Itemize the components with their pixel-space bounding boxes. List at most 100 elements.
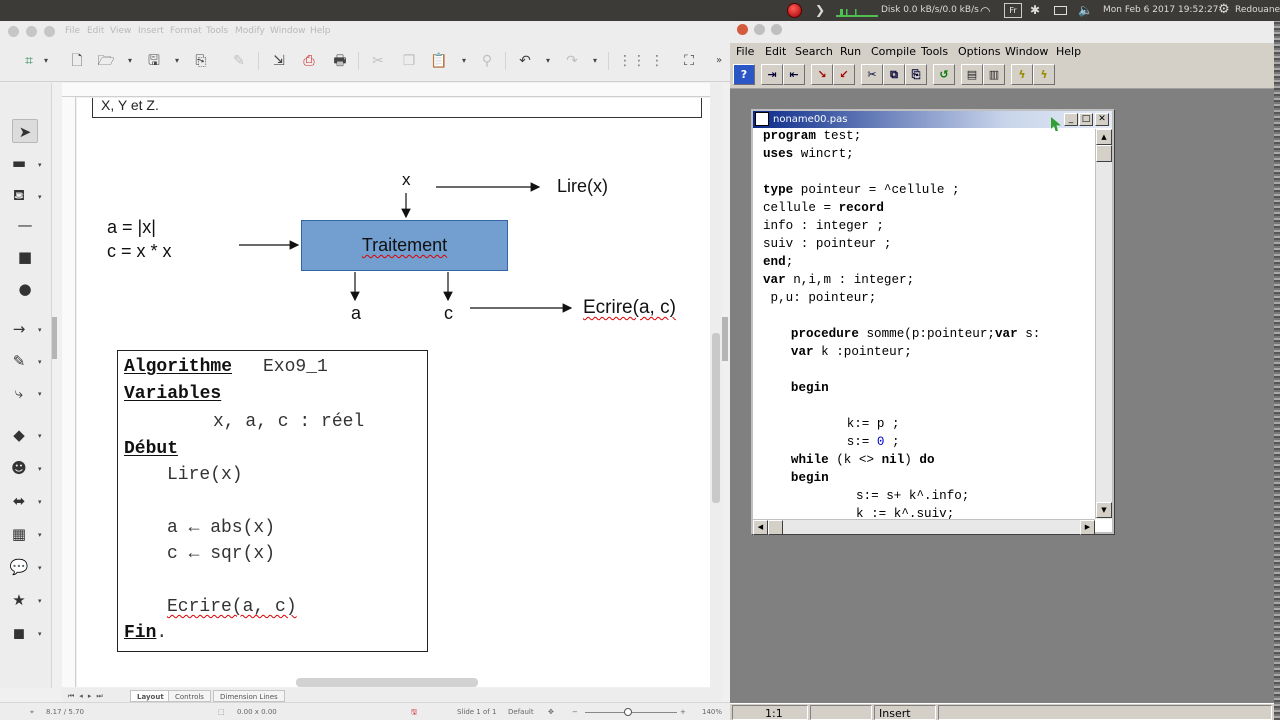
algorithm-box[interactable]: Algorithme Exo9_1 Variables x, a, c : ré… <box>117 350 428 652</box>
menu-view[interactable]: View <box>110 26 132 36</box>
ide-maximize-button[interactable] <box>771 24 782 35</box>
chevron-down-icon[interactable]: ▾ <box>38 465 42 473</box>
slide-sorter-icon[interactable]: ⌗ <box>25 53 33 69</box>
ide-menu-edit[interactable]: Edit <box>765 45 787 58</box>
window-maximize-button[interactable] <box>44 26 55 37</box>
ide-menu-search[interactable]: Search <box>795 45 833 58</box>
flowchart-icon[interactable]: ▦ <box>11 525 27 543</box>
sidebar-resize-handle[interactable] <box>52 317 57 359</box>
more-icon[interactable]: » <box>715 55 723 66</box>
connector-tool-icon[interactable]: ⤷ <box>14 384 24 402</box>
editor-minimize-button[interactable]: _ <box>1064 113 1078 126</box>
chevron-down-icon[interactable]: ▾ <box>38 390 42 398</box>
ide-minimize-button[interactable] <box>754 24 765 35</box>
chevron-down-icon[interactable]: ▾ <box>174 56 179 65</box>
cut-icon[interactable]: ✂ <box>372 53 384 69</box>
menu-format[interactable]: Format <box>170 26 202 36</box>
chevron-down-icon[interactable]: ▾ <box>592 56 597 65</box>
compile-icon[interactable]: ϟ <box>1011 64 1033 85</box>
traitement-box[interactable]: Traitement <box>301 220 508 271</box>
symbol-shapes-icon[interactable]: ☻ <box>11 459 27 477</box>
line-tool-icon[interactable]: — <box>17 216 33 234</box>
redo-icon[interactable]: ↷ <box>566 53 578 69</box>
chevron-down-icon[interactable]: ▾ <box>38 564 42 572</box>
editor-scroll-thumb[interactable] <box>1096 145 1112 162</box>
trace-icon[interactable]: ↘ <box>811 64 833 85</box>
session-gear-icon[interactable]: ⚙ <box>1218 2 1230 17</box>
paste-icon[interactable]: ⎘ <box>905 64 927 85</box>
scroll-left-button[interactable]: ◀ <box>753 520 768 535</box>
document-modified-icon[interactable]: 🖫 <box>411 708 417 716</box>
paste-icon[interactable]: 📋 <box>430 53 448 69</box>
trace-into-icon[interactable]: ↙ <box>833 64 855 85</box>
label-c-eq[interactable]: c = x * x <box>107 241 172 261</box>
open-folder-icon[interactable]: 🗁 <box>97 53 115 69</box>
menu-file[interactable]: File <box>65 26 81 36</box>
slide-canvas[interactable]: X, Y et Z. x Lire(x) a = |x| c = x * x T <box>77 98 710 687</box>
ide-menu-options[interactable]: Options <box>958 45 1001 58</box>
menu-edit[interactable]: Edit <box>87 26 105 36</box>
step-over-icon[interactable]: ⇤ <box>783 64 805 85</box>
helplines-icon[interactable]: ⋮ <box>650 53 664 69</box>
menu-help[interactable]: Help <box>310 26 331 36</box>
toggle-output-icon[interactable]: ▤ <box>961 64 983 85</box>
horizontal-scroll-thumb[interactable] <box>296 678 478 687</box>
menu-insert[interactable]: Insert <box>138 26 164 36</box>
chevron-down-icon[interactable]: ▾ <box>127 56 132 65</box>
list-window-icon[interactable]: ▥ <box>983 64 1005 85</box>
undo-icon[interactable]: ↶ <box>519 53 531 69</box>
ide-menu-compile[interactable]: Compile <box>871 45 916 58</box>
zoom-out-button[interactable]: − <box>572 708 578 716</box>
text-box-top[interactable]: X, Y et Z. <box>92 98 702 118</box>
ide-close-button[interactable] <box>737 24 748 35</box>
ide-menu-run[interactable]: Run <box>840 45 862 58</box>
grid-icon[interactable]: ⋮⋮ <box>618 53 646 69</box>
print-icon[interactable]: 🖶 <box>333 53 347 69</box>
label-a-out[interactable]: a <box>351 303 362 323</box>
scroll-right-button[interactable]: ▶ <box>1080 520 1095 535</box>
label-lire[interactable]: Lire(x) <box>557 176 609 196</box>
chevron-down-icon[interactable]: ▾ <box>38 193 42 201</box>
basic-shapes-icon[interactable]: ◆ <box>13 426 25 444</box>
clone-formatting-icon[interactable]: ⚲ <box>481 53 493 69</box>
fit-page-icon[interactable]: ✥ <box>548 708 554 716</box>
scroll-thumb[interactable] <box>712 333 720 503</box>
fill-color-icon[interactable]: ⛾ <box>12 186 26 204</box>
zoom-pan-icon[interactable]: ⛶ <box>684 53 694 69</box>
chevron-down-icon[interactable]: ▾ <box>38 630 42 638</box>
export-pdf-icon[interactable]: ⎙ <box>303 53 315 69</box>
arrow-line-icon[interactable]: → <box>12 320 26 338</box>
editor-hscroll-thumb[interactable] <box>768 520 783 535</box>
window-close-button[interactable] <box>8 26 19 37</box>
undo-icon[interactable]: ↺ <box>933 64 955 85</box>
user-name[interactable]: Redouane <box>1235 5 1280 15</box>
editor-window[interactable]: noname00.pas _ □ ✕ program test;uses win… <box>751 109 1114 535</box>
tab-dimension-lines[interactable]: Dimension Lines <box>213 690 285 702</box>
label-x[interactable]: x <box>402 170 411 189</box>
clock[interactable]: Mon Feb 6 2017 19:52:27 <box>1103 5 1219 15</box>
double-chevron-icon[interactable]: ❯ <box>814 3 826 17</box>
chevron-down-icon[interactable]: ▾ <box>38 326 42 334</box>
save-icon[interactable]: 🖫 <box>148 53 160 69</box>
sidebar-collapse-handle[interactable] <box>722 317 728 361</box>
curve-tool-icon[interactable]: ✎ <box>12 352 26 370</box>
callouts-icon[interactable]: 💬 <box>9 558 29 576</box>
menu-modify[interactable]: Modify <box>235 26 265 36</box>
zoom-in-button[interactable]: + <box>680 708 686 716</box>
zoom-slider-knob[interactable] <box>624 708 632 716</box>
ellipse-tool-icon[interactable]: ● <box>18 280 32 298</box>
rectangle-tool-icon[interactable]: ■ <box>17 248 33 266</box>
chevron-down-icon[interactable]: ▾ <box>43 56 48 65</box>
editor-hscrollbar[interactable]: ◀ ▶ <box>753 519 1095 535</box>
chevron-down-icon[interactable]: ▾ <box>38 597 42 605</box>
window-minimize-button[interactable] <box>26 26 37 37</box>
menu-tools[interactable]: Tools <box>206 26 229 36</box>
edit-file-icon[interactable]: ✎ <box>233 53 245 69</box>
chevron-down-icon[interactable]: ▾ <box>38 498 42 506</box>
select-tool-icon[interactable]: ➤ <box>12 119 38 143</box>
scroll-up-button[interactable]: ▲ <box>1096 129 1112 145</box>
ide-menu-tools[interactable]: Tools <box>921 45 949 58</box>
wifi-icon[interactable]: ◠ <box>980 4 991 18</box>
menu-window[interactable]: Window <box>270 26 306 36</box>
editor-vscrollbar[interactable]: ▲ ▼ <box>1095 129 1112 519</box>
